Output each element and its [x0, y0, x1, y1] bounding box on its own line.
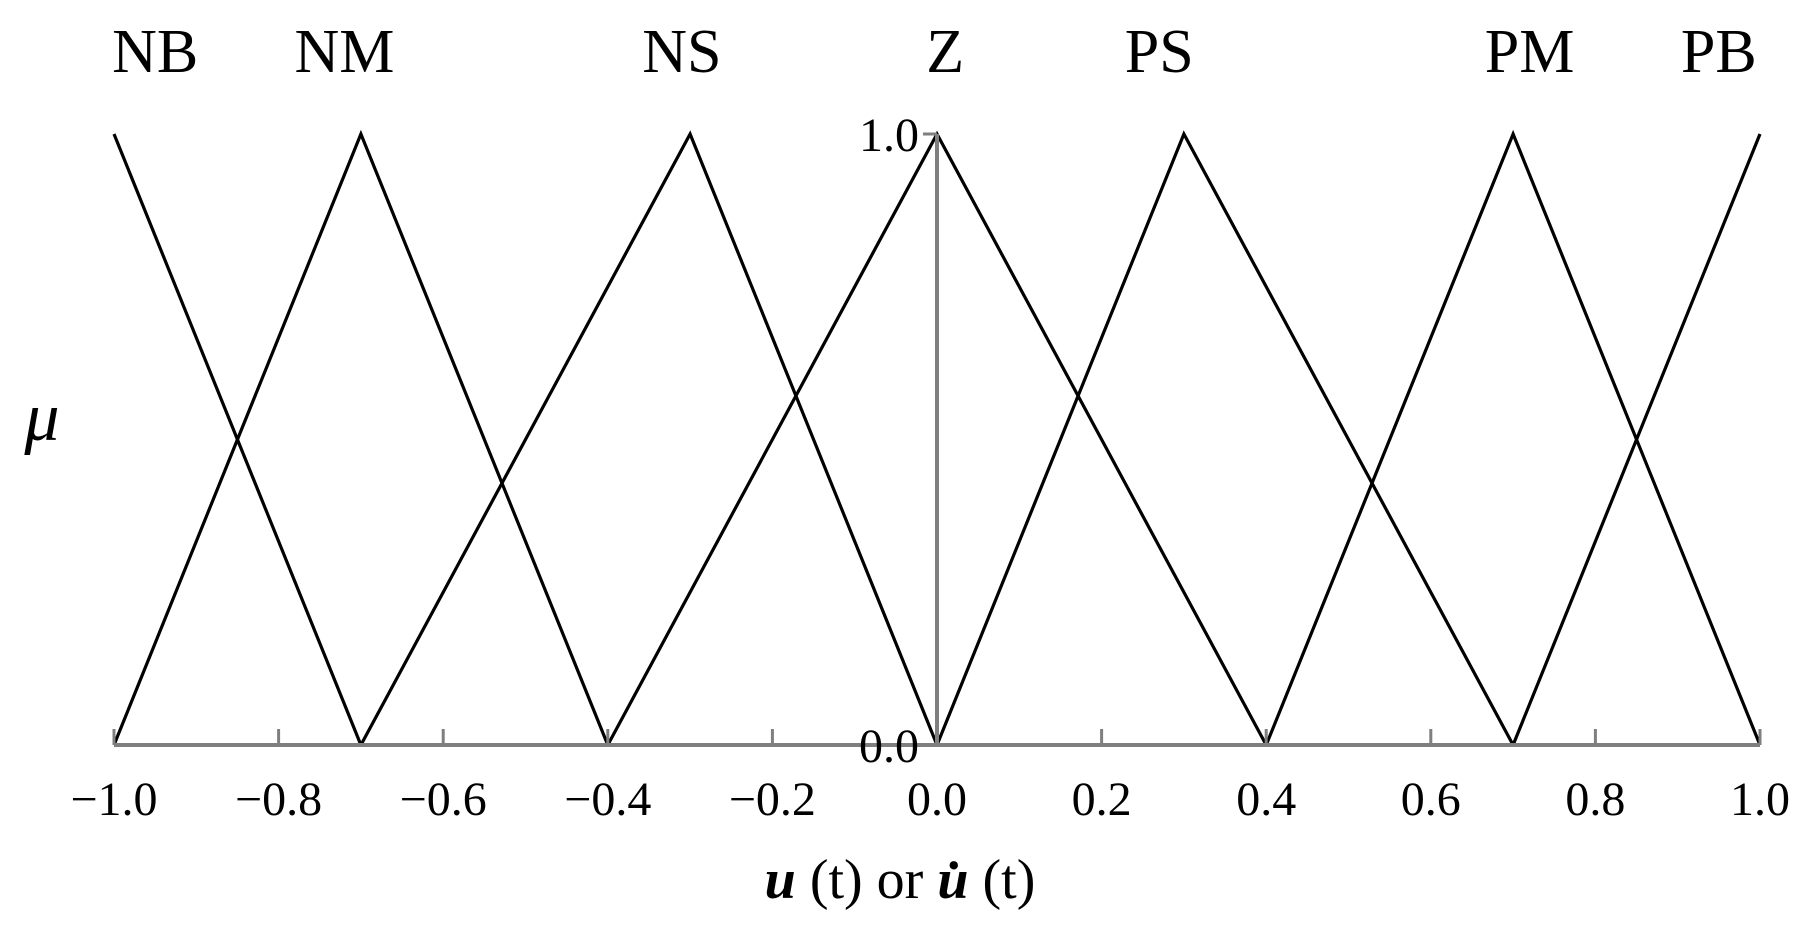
x-axis-label-var1: u: [765, 849, 796, 911]
x-tick-label: 0.8: [1565, 773, 1625, 826]
series-label-ps: PS: [1125, 18, 1194, 86]
x-tick-label: −0.2: [729, 773, 816, 826]
series-nm: [112, 129, 610, 746]
series-label-nm: NM: [294, 18, 394, 86]
series-label-ns: NS: [642, 18, 721, 86]
label-layer: NB NM NS Z PS PM PB: [112, 18, 1757, 86]
x-tick-label: −1.0: [70, 773, 157, 826]
x-axis-label: u (t) or u̇ (t): [765, 849, 1036, 911]
x-tick-label: −0.8: [235, 773, 322, 826]
x-tick-label: −0.6: [400, 773, 487, 826]
series-label-nb: NB: [112, 18, 198, 86]
x-tick-label: 0.4: [1236, 773, 1296, 826]
y-axis-label: μ: [23, 379, 59, 456]
series-label-pm: PM: [1485, 18, 1575, 86]
series-pb: [1511, 133, 1762, 746]
series-layer: [112, 129, 1762, 746]
x-tick-label: 0.2: [1072, 773, 1132, 826]
x-axis-label-var2: u̇: [937, 849, 968, 911]
axis-layer: −1.0 −0.8 −0.6 −0.4 −0.2 0.0 0.2 0.4 0.6 0.8 1.0 0.…: [70, 109, 1790, 826]
y-tick-label: 1.0: [859, 109, 919, 162]
x-tick-label: 0.0: [907, 773, 967, 826]
y-tick-label: 0.0: [859, 720, 919, 773]
x-tick-label: 0.6: [1401, 773, 1461, 826]
x-tick-label: 1.0: [1730, 773, 1790, 826]
x-axis-label-paren2: (t): [968, 849, 1035, 911]
x-tick-label: −0.4: [564, 773, 651, 826]
series-label-z: Z: [926, 18, 964, 86]
series-ps: [935, 130, 1515, 746]
x-axis-label-or: or: [863, 849, 938, 911]
series-ns: [359, 130, 939, 746]
series-pm: [1264, 129, 1762, 746]
x-axis-label-paren1: (t): [796, 849, 863, 911]
series-label-pb: PB: [1681, 18, 1757, 86]
